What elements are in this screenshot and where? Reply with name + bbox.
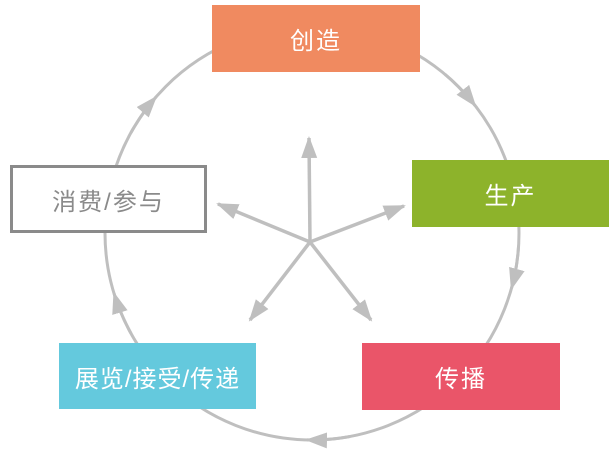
node-spread-label: 传播 xyxy=(435,366,487,393)
node-consume-label: 消费/参与 xyxy=(52,188,165,216)
cycle-arrow-produce-to-spread xyxy=(509,245,525,291)
center-arrow-lower-left xyxy=(248,240,312,322)
node-produce-label: 生产 xyxy=(484,183,537,210)
node-exhibit: 展览/接受/传递 xyxy=(59,343,256,409)
cycle-arrow-exhibit-to-consume xyxy=(112,291,133,335)
cycle-arrow-spread-to-exhibit xyxy=(305,432,351,449)
node-create: 创造 xyxy=(212,5,420,72)
node-consume: 消费/参与 xyxy=(10,165,207,233)
center-arrow-upper-right xyxy=(309,204,406,244)
node-create-label: 创造 xyxy=(290,28,342,55)
node-spread: 传播 xyxy=(362,343,560,410)
cycle-arrow-create-to-produce xyxy=(444,73,477,108)
center-arrow-up xyxy=(301,136,318,243)
node-exhibit-label: 展览/接受/传递 xyxy=(74,365,241,393)
center-arrow-upper-left xyxy=(216,202,311,244)
node-produce: 生产 xyxy=(412,160,609,227)
center-arrow-lower-right xyxy=(308,240,373,322)
cycle-arrow-consume-to-create xyxy=(129,95,158,134)
